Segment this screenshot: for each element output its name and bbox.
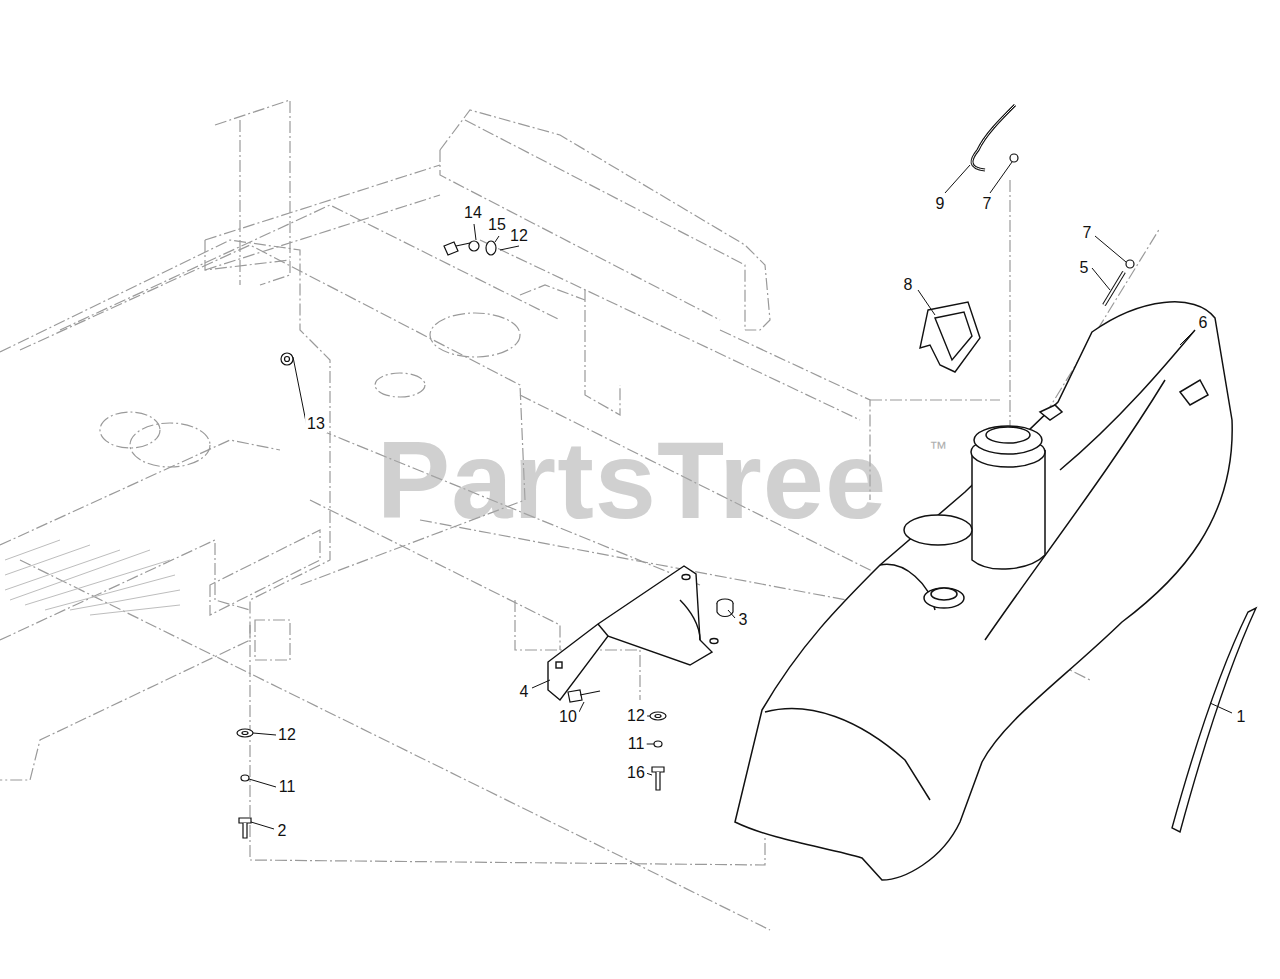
callout-number: 9 <box>934 195 947 213</box>
callout-number: 6 <box>1197 314 1210 332</box>
callout-number: 12 <box>508 227 530 245</box>
hose <box>972 105 1134 305</box>
callout-number: 2 <box>276 822 289 840</box>
fuel-tank <box>735 302 1232 880</box>
floor-mat <box>5 540 180 615</box>
callout-number: 5 <box>1078 259 1091 277</box>
callout-number: 12 <box>276 726 298 744</box>
callout-number: 13 <box>305 415 327 433</box>
callout-number: 3 <box>737 611 750 629</box>
callout-number: 7 <box>981 195 994 213</box>
callout-number: 1 <box>1235 708 1248 726</box>
watermark: PartsTree <box>377 425 887 535</box>
chassis-frame <box>0 100 1160 930</box>
hardware <box>237 241 733 838</box>
bracket <box>548 566 718 700</box>
callout-number: 12 <box>625 707 647 725</box>
callout-number: 14 <box>462 204 484 222</box>
trim-panel <box>1172 608 1256 832</box>
callout-number: 11 <box>277 778 298 796</box>
trademark: ™ <box>929 438 947 459</box>
callout-number: 16 <box>625 764 647 782</box>
pad <box>920 302 980 372</box>
callout-number: 4 <box>518 683 531 701</box>
callout-number: 15 <box>486 216 508 234</box>
callout-number: 8 <box>902 276 915 294</box>
callout-number: 10 <box>557 708 579 726</box>
leader-lines <box>249 162 1232 829</box>
callout-number: 7 <box>1081 224 1094 242</box>
callout-number: 11 <box>626 735 647 753</box>
